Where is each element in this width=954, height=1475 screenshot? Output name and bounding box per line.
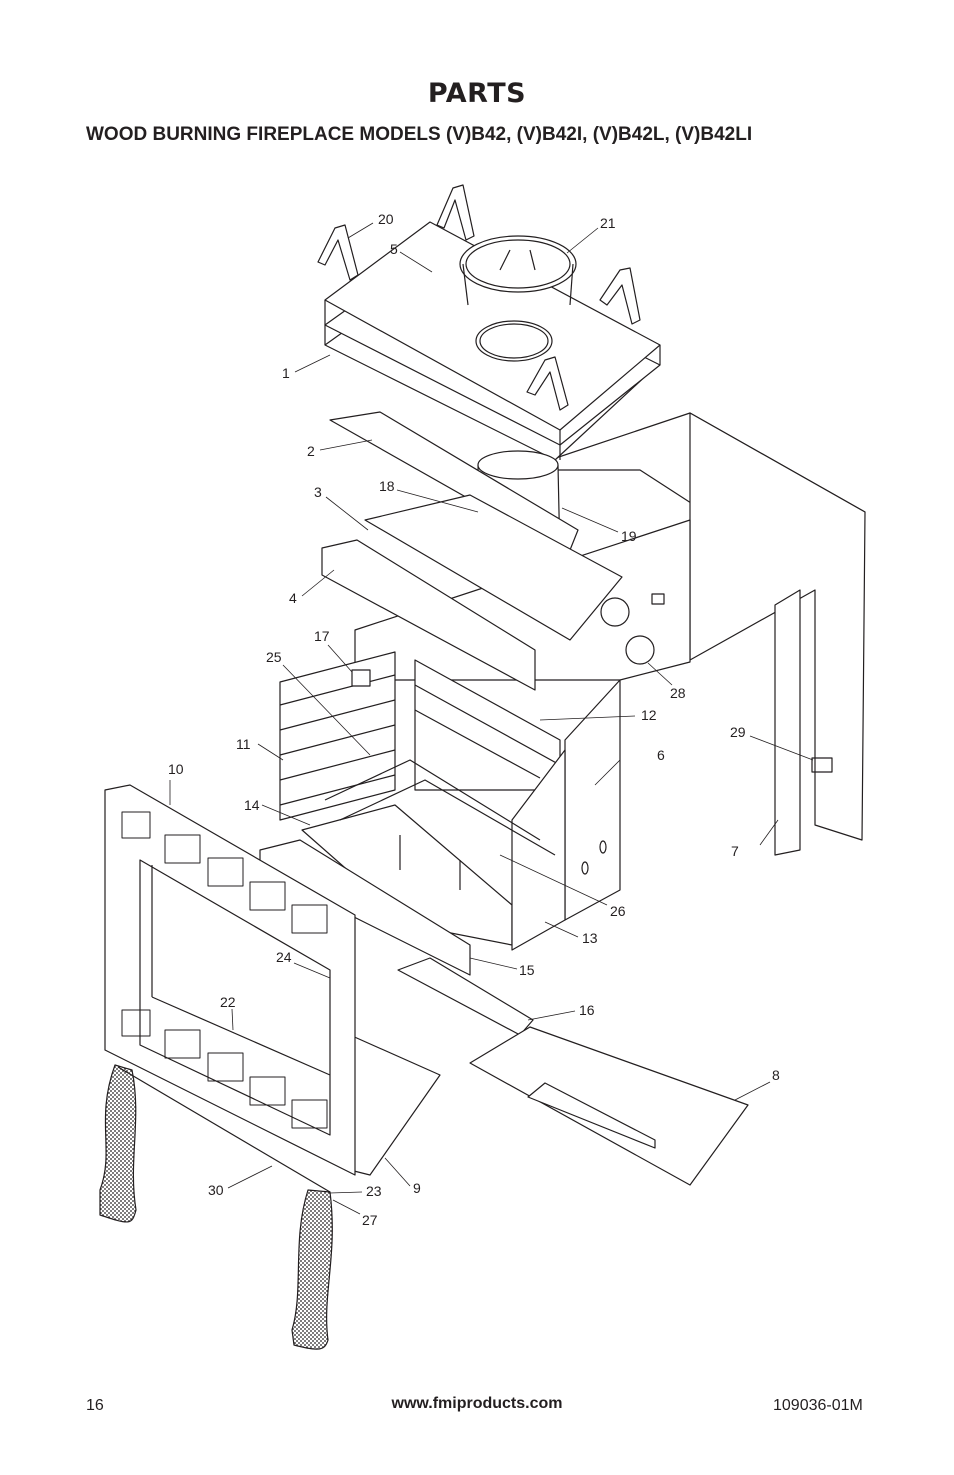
page-subtitle: WOOD BURNING FIREPLACE MODELS (V)B42, (V… bbox=[86, 124, 753, 145]
callout-23: 23 bbox=[366, 1183, 382, 1199]
callout-30: 30 bbox=[208, 1182, 224, 1198]
callout-24: 24 bbox=[276, 949, 292, 965]
callout-12: 12 bbox=[641, 707, 657, 723]
callout-29: 29 bbox=[730, 724, 746, 740]
callout-10: 10 bbox=[168, 761, 184, 777]
callout-14: 14 bbox=[244, 797, 260, 813]
callout-2: 2 bbox=[307, 443, 315, 459]
refractory-walls bbox=[279, 651, 561, 821]
front-frame bbox=[104, 784, 441, 1176]
callout-26: 26 bbox=[610, 903, 626, 919]
page-number: 16 bbox=[86, 1397, 104, 1414]
callout-25: 25 bbox=[266, 649, 282, 665]
hearth-and-grate bbox=[301, 749, 566, 951]
callout-8: 8 bbox=[772, 1067, 780, 1083]
page-title: PARTS bbox=[427, 78, 527, 109]
top-spacers bbox=[317, 184, 641, 411]
callout-11: 11 bbox=[236, 736, 251, 752]
bottom-plates bbox=[259, 839, 749, 1186]
callout-20: 20 bbox=[378, 211, 394, 227]
callout-4: 4 bbox=[289, 590, 297, 606]
callout-9: 9 bbox=[413, 1180, 421, 1196]
website-link[interactable]: www.fmiproducts.com bbox=[391, 1395, 563, 1412]
callout-7: 7 bbox=[731, 843, 739, 859]
callout-6: 6 bbox=[657, 747, 665, 763]
callout-15: 15 bbox=[519, 962, 535, 978]
callout-18: 18 bbox=[379, 478, 395, 494]
baffle-shelf-lintel bbox=[321, 411, 623, 691]
leader-lines bbox=[169, 222, 814, 1215]
callout-labels: 1 2 3 4 5 6 7 8 9 10 11 12 13 14 15 16 1… bbox=[168, 211, 780, 1228]
document-number: 109036-01M bbox=[773, 1397, 863, 1414]
callout-27: 27 bbox=[362, 1212, 378, 1228]
callout-19: 19 bbox=[621, 528, 637, 544]
callout-21: 21 bbox=[600, 215, 616, 231]
fire-screens bbox=[99, 1064, 333, 1350]
callout-13: 13 bbox=[582, 930, 598, 946]
top-assembly bbox=[324, 221, 661, 461]
callout-17: 17 bbox=[314, 628, 330, 644]
callout-5: 5 bbox=[390, 241, 398, 257]
callout-28: 28 bbox=[670, 685, 686, 701]
callout-22: 22 bbox=[220, 994, 236, 1010]
callout-1: 1 bbox=[282, 365, 290, 381]
callout-3: 3 bbox=[314, 484, 322, 500]
callout-16: 16 bbox=[579, 1002, 595, 1018]
